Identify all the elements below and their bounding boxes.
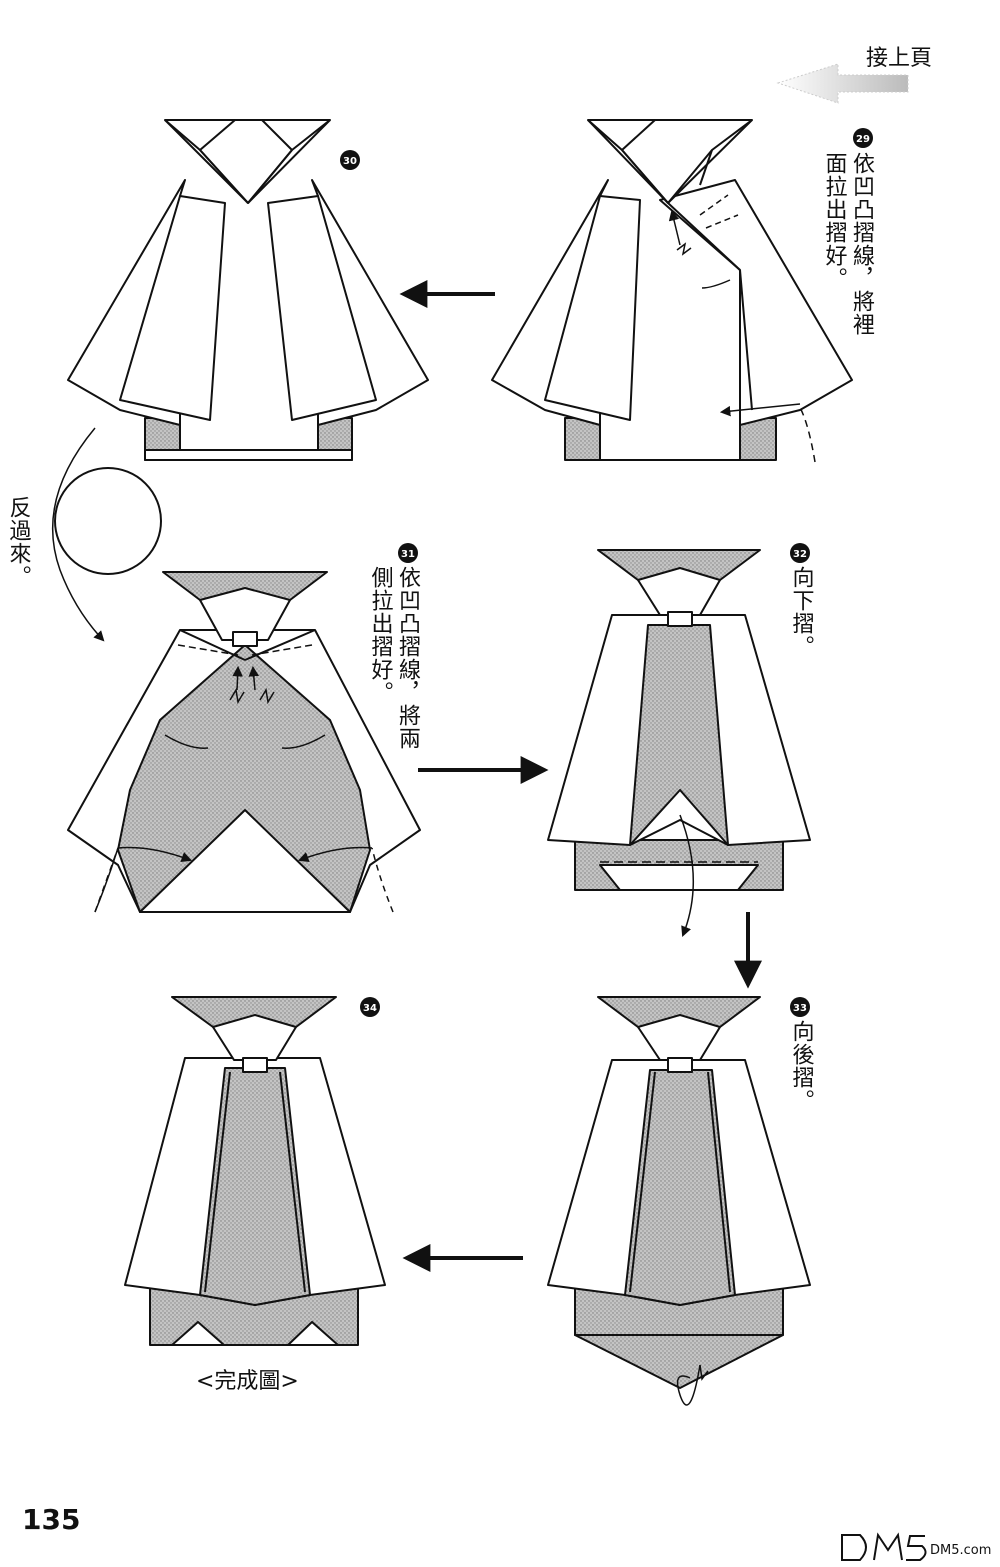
step-31-instruction: 依凹凸摺線，將兩側拉出摺好。 — [367, 566, 421, 750]
continue-arrow-icon — [776, 63, 909, 104]
flip-note: 反過來。 — [5, 496, 31, 588]
continue-label: 接上頁 — [866, 46, 933, 71]
step-31-number-badge: 31 — [398, 543, 418, 563]
flip-circle-icon — [54, 467, 162, 575]
step-32-number-badge: 32 — [790, 543, 810, 563]
step-30-figure — [67, 119, 429, 461]
step-34-number-badge: 34 — [360, 997, 380, 1017]
step-29-number-badge: 29 — [853, 128, 873, 148]
step-29-figure — [491, 119, 853, 461]
step-32-instruction: 向下摺。 — [788, 566, 814, 658]
step-32-fold-marks — [600, 814, 758, 937]
svg-text:31: 31 — [401, 549, 415, 560]
svg-text:30: 30 — [343, 156, 357, 167]
step-33-fold-marks — [676, 1364, 709, 1406]
step-33-figure — [547, 996, 811, 1389]
svg-text:29: 29 — [856, 134, 870, 145]
watermark-text: DM5.com — [930, 1543, 992, 1558]
step-29-instruction: 依凹凸摺線，將裡面拉出摺好。 — [821, 152, 875, 336]
flip-indicator — [51, 427, 162, 642]
watermark-logo — [841, 1532, 927, 1561]
step-33-instruction: 向後摺。 — [788, 1020, 814, 1112]
step-29-fold-marks — [668, 194, 816, 463]
svg-text:34: 34 — [363, 1003, 377, 1014]
final-caption: <完成圖> — [196, 1369, 299, 1394]
svg-text:32: 32 — [793, 549, 807, 560]
page-number: 135 — [22, 1503, 81, 1536]
step-32-figure — [547, 549, 811, 891]
step-31-fold-marks — [94, 644, 394, 913]
step-31-figure — [67, 571, 421, 913]
step-33-number-badge: 33 — [790, 997, 810, 1017]
step-34-figure — [124, 996, 386, 1346]
svg-text:33: 33 — [793, 1003, 807, 1014]
step-30-number-badge: 30 — [340, 150, 360, 170]
